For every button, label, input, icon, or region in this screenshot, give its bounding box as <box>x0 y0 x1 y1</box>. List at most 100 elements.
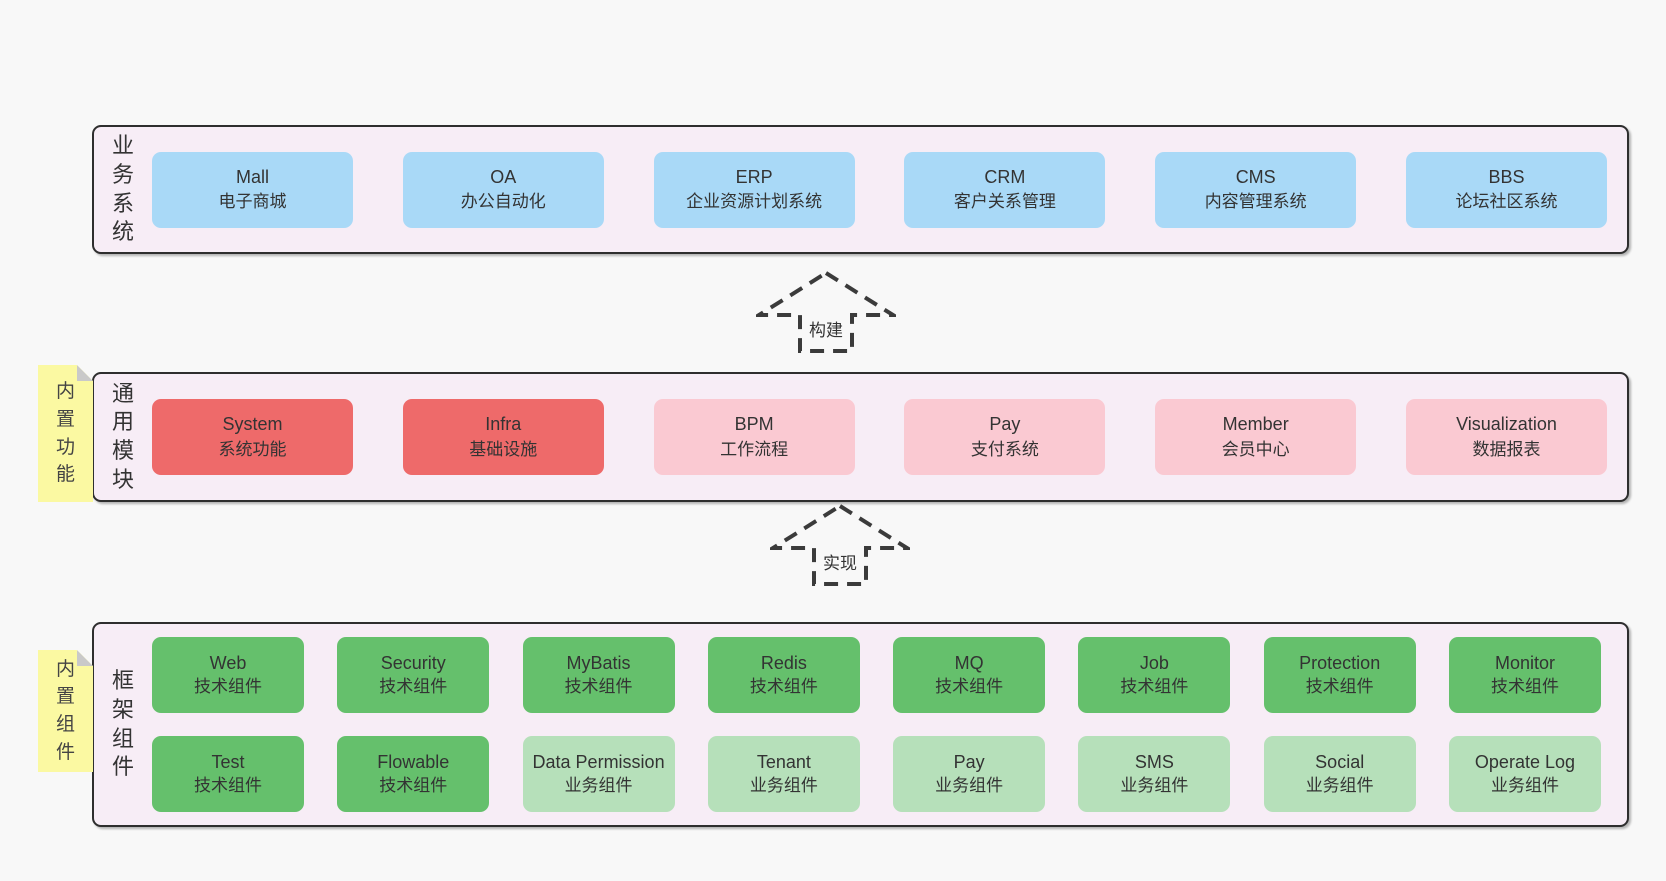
note-text: 内置组件 <box>55 658 75 763</box>
box-subtitle: 技术组件 <box>379 676 448 696</box>
box-title: CMS <box>1235 166 1276 187</box>
box-subtitle: 业务组件 <box>564 775 633 795</box>
box-title: Monitor <box>1494 653 1555 674</box>
box-operate-log: Operate Log 业务组件 <box>1448 736 1601 812</box>
box-subtitle: 技术组件 <box>194 775 262 795</box>
box-cms: CMS 内容管理系统 <box>1155 151 1357 228</box>
box-job: Job 技术组件 <box>1078 637 1231 713</box>
box-subtitle: 业务组件 <box>1305 775 1374 795</box>
box-subtitle: 支付系统 <box>970 439 1039 459</box>
note-fold-corner <box>77 365 93 381</box>
box-subtitle: 技术组件 <box>749 676 818 696</box>
box-security: Security 技术组件 <box>337 637 490 713</box>
box-title: CRM <box>984 166 1026 187</box>
box-subtitle: 技术组件 <box>1490 676 1559 696</box>
modules-boxes-row: System 系统功能 Infra 基础设施 BPM 工作流程 Pay 支付系统… <box>152 374 1627 500</box>
box-title: Security <box>380 653 446 674</box>
layer-label-modules: 通用模块 <box>111 380 134 492</box>
sticky-note-builtin-components: 内置组件 <box>38 650 93 772</box>
box-title: Pay <box>953 752 985 773</box>
box-subtitle: 会员中心 <box>1221 439 1290 459</box>
box-flowable: Flowable 技术组件 <box>337 736 490 812</box>
box-title: Data Permission <box>532 752 665 773</box>
box-subtitle: 基础设施 <box>469 439 538 459</box>
box-title: Flowable <box>377 752 450 773</box>
box-title: SMS <box>1134 752 1174 773</box>
box-subtitle: 论坛社区系统 <box>1455 192 1558 212</box>
box-title: Social <box>1315 752 1365 773</box>
box-title: Mall <box>235 166 269 187</box>
box-title: Test <box>211 752 245 773</box>
box-monitor: Monitor 技术组件 <box>1448 637 1601 713</box>
box-title: Member <box>1222 414 1289 435</box>
box-subtitle: 电子商城 <box>218 192 287 212</box>
box-subtitle: 技术组件 <box>194 676 262 696</box>
arrow-build-label: 构建 <box>805 315 847 342</box>
box-subtitle: 工作流程 <box>720 439 789 459</box>
box-tenant: Tenant 业务组件 <box>707 736 860 812</box>
box-visualization: Visualization 数据报表 <box>1405 399 1607 475</box>
box-data-permission: Data Permission 业务组件 <box>522 736 675 812</box>
box-title: Job <box>1139 653 1169 674</box>
box-title: Web <box>209 653 247 674</box>
box-title: System <box>222 414 283 435</box>
box-title: BBS <box>1488 166 1525 187</box>
arrow-build: 构建 <box>756 270 896 354</box>
box-redis: Redis 技术组件 <box>707 637 860 713</box>
box-title: MyBatis <box>566 653 631 674</box>
box-title: Pay <box>989 414 1021 435</box>
box-title: OA <box>490 166 517 187</box>
box-subtitle: 内容管理系统 <box>1204 192 1307 212</box>
box-subtitle: 技术组件 <box>564 676 633 696</box>
box-test: Test 技术组件 <box>152 736 304 812</box>
box-subtitle: 办公自动化 <box>460 192 546 212</box>
box-crm: CRM 客户关系管理 <box>904 151 1106 228</box>
box-title: Protection <box>1299 653 1381 674</box>
layer-framework-components: 框架组件 Web 技术组件 Security 技术组件 MyBatis 技术组件… <box>92 622 1629 827</box>
box-mybatis: MyBatis 技术组件 <box>522 637 675 713</box>
box-social: Social 业务组件 <box>1263 736 1416 812</box>
box-subtitle: 系统功能 <box>218 439 287 459</box>
box-bbs: BBS 论坛社区系统 <box>1405 151 1607 228</box>
box-member: Member 会员中心 <box>1155 399 1357 475</box>
box-infra: Infra 基础设施 <box>402 399 604 475</box>
box-title: MQ <box>954 653 984 674</box>
box-title: Visualization <box>1456 414 1557 435</box>
box-title: BPM <box>734 414 774 435</box>
box-oa: OA 办公自动化 <box>402 151 604 228</box>
arrow-implement-label: 实现 <box>819 548 861 575</box>
box-title: ERP <box>735 166 773 187</box>
box-mq: MQ 技术组件 <box>893 637 1046 713</box>
box-bpm: BPM 工作流程 <box>653 399 855 475</box>
box-pay-module: Pay 支付系统 <box>904 399 1106 475</box>
layer-label-framework: 框架组件 <box>111 668 134 780</box>
note-text: 内置功能 <box>55 381 75 486</box>
framework-boxes-grid: Web 技术组件 Security 技术组件 MyBatis 技术组件 Redi… <box>152 624 1627 825</box>
box-subtitle: 技术组件 <box>935 676 1004 696</box>
box-title: Operate Log <box>1474 752 1575 773</box>
box-title: Tenant <box>756 752 811 773</box>
box-pay-component: Pay 业务组件 <box>893 736 1046 812</box>
box-system: System 系统功能 <box>152 399 353 475</box>
box-subtitle: 数据报表 <box>1472 439 1541 459</box>
box-subtitle: 业务组件 <box>1490 775 1559 795</box>
business-boxes-row: Mall 电子商城 OA 办公自动化 ERP 企业资源计划系统 CRM 客户关系… <box>152 127 1627 252</box>
box-subtitle: 业务组件 <box>935 775 1004 795</box>
note-fold-corner <box>77 650 93 666</box>
up-arrow-icon <box>770 503 910 586</box>
box-protection: Protection 技术组件 <box>1263 637 1416 713</box>
box-web: Web 技术组件 <box>152 637 304 713</box>
box-subtitle: 技术组件 <box>1120 676 1189 696</box>
box-title: Infra <box>485 414 522 435</box>
box-subtitle: 业务组件 <box>749 775 818 795</box>
layer-business-systems: 业务系统 Mall 电子商城 OA 办公自动化 ERP 企业资源计划系统 CRM… <box>92 125 1629 254</box>
box-subtitle: 技术组件 <box>1305 676 1374 696</box>
sticky-note-builtin-features: 内置功能 <box>38 365 93 502</box>
box-title: Redis <box>760 653 807 674</box>
up-arrow-icon <box>756 270 896 353</box>
box-mall: Mall 电子商城 <box>152 151 353 228</box>
box-subtitle: 客户关系管理 <box>953 192 1056 212</box>
box-subtitle: 技术组件 <box>379 775 448 795</box>
layer-label-business: 业务系统 <box>111 133 134 245</box>
arrow-implement: 实现 <box>770 503 910 587</box>
